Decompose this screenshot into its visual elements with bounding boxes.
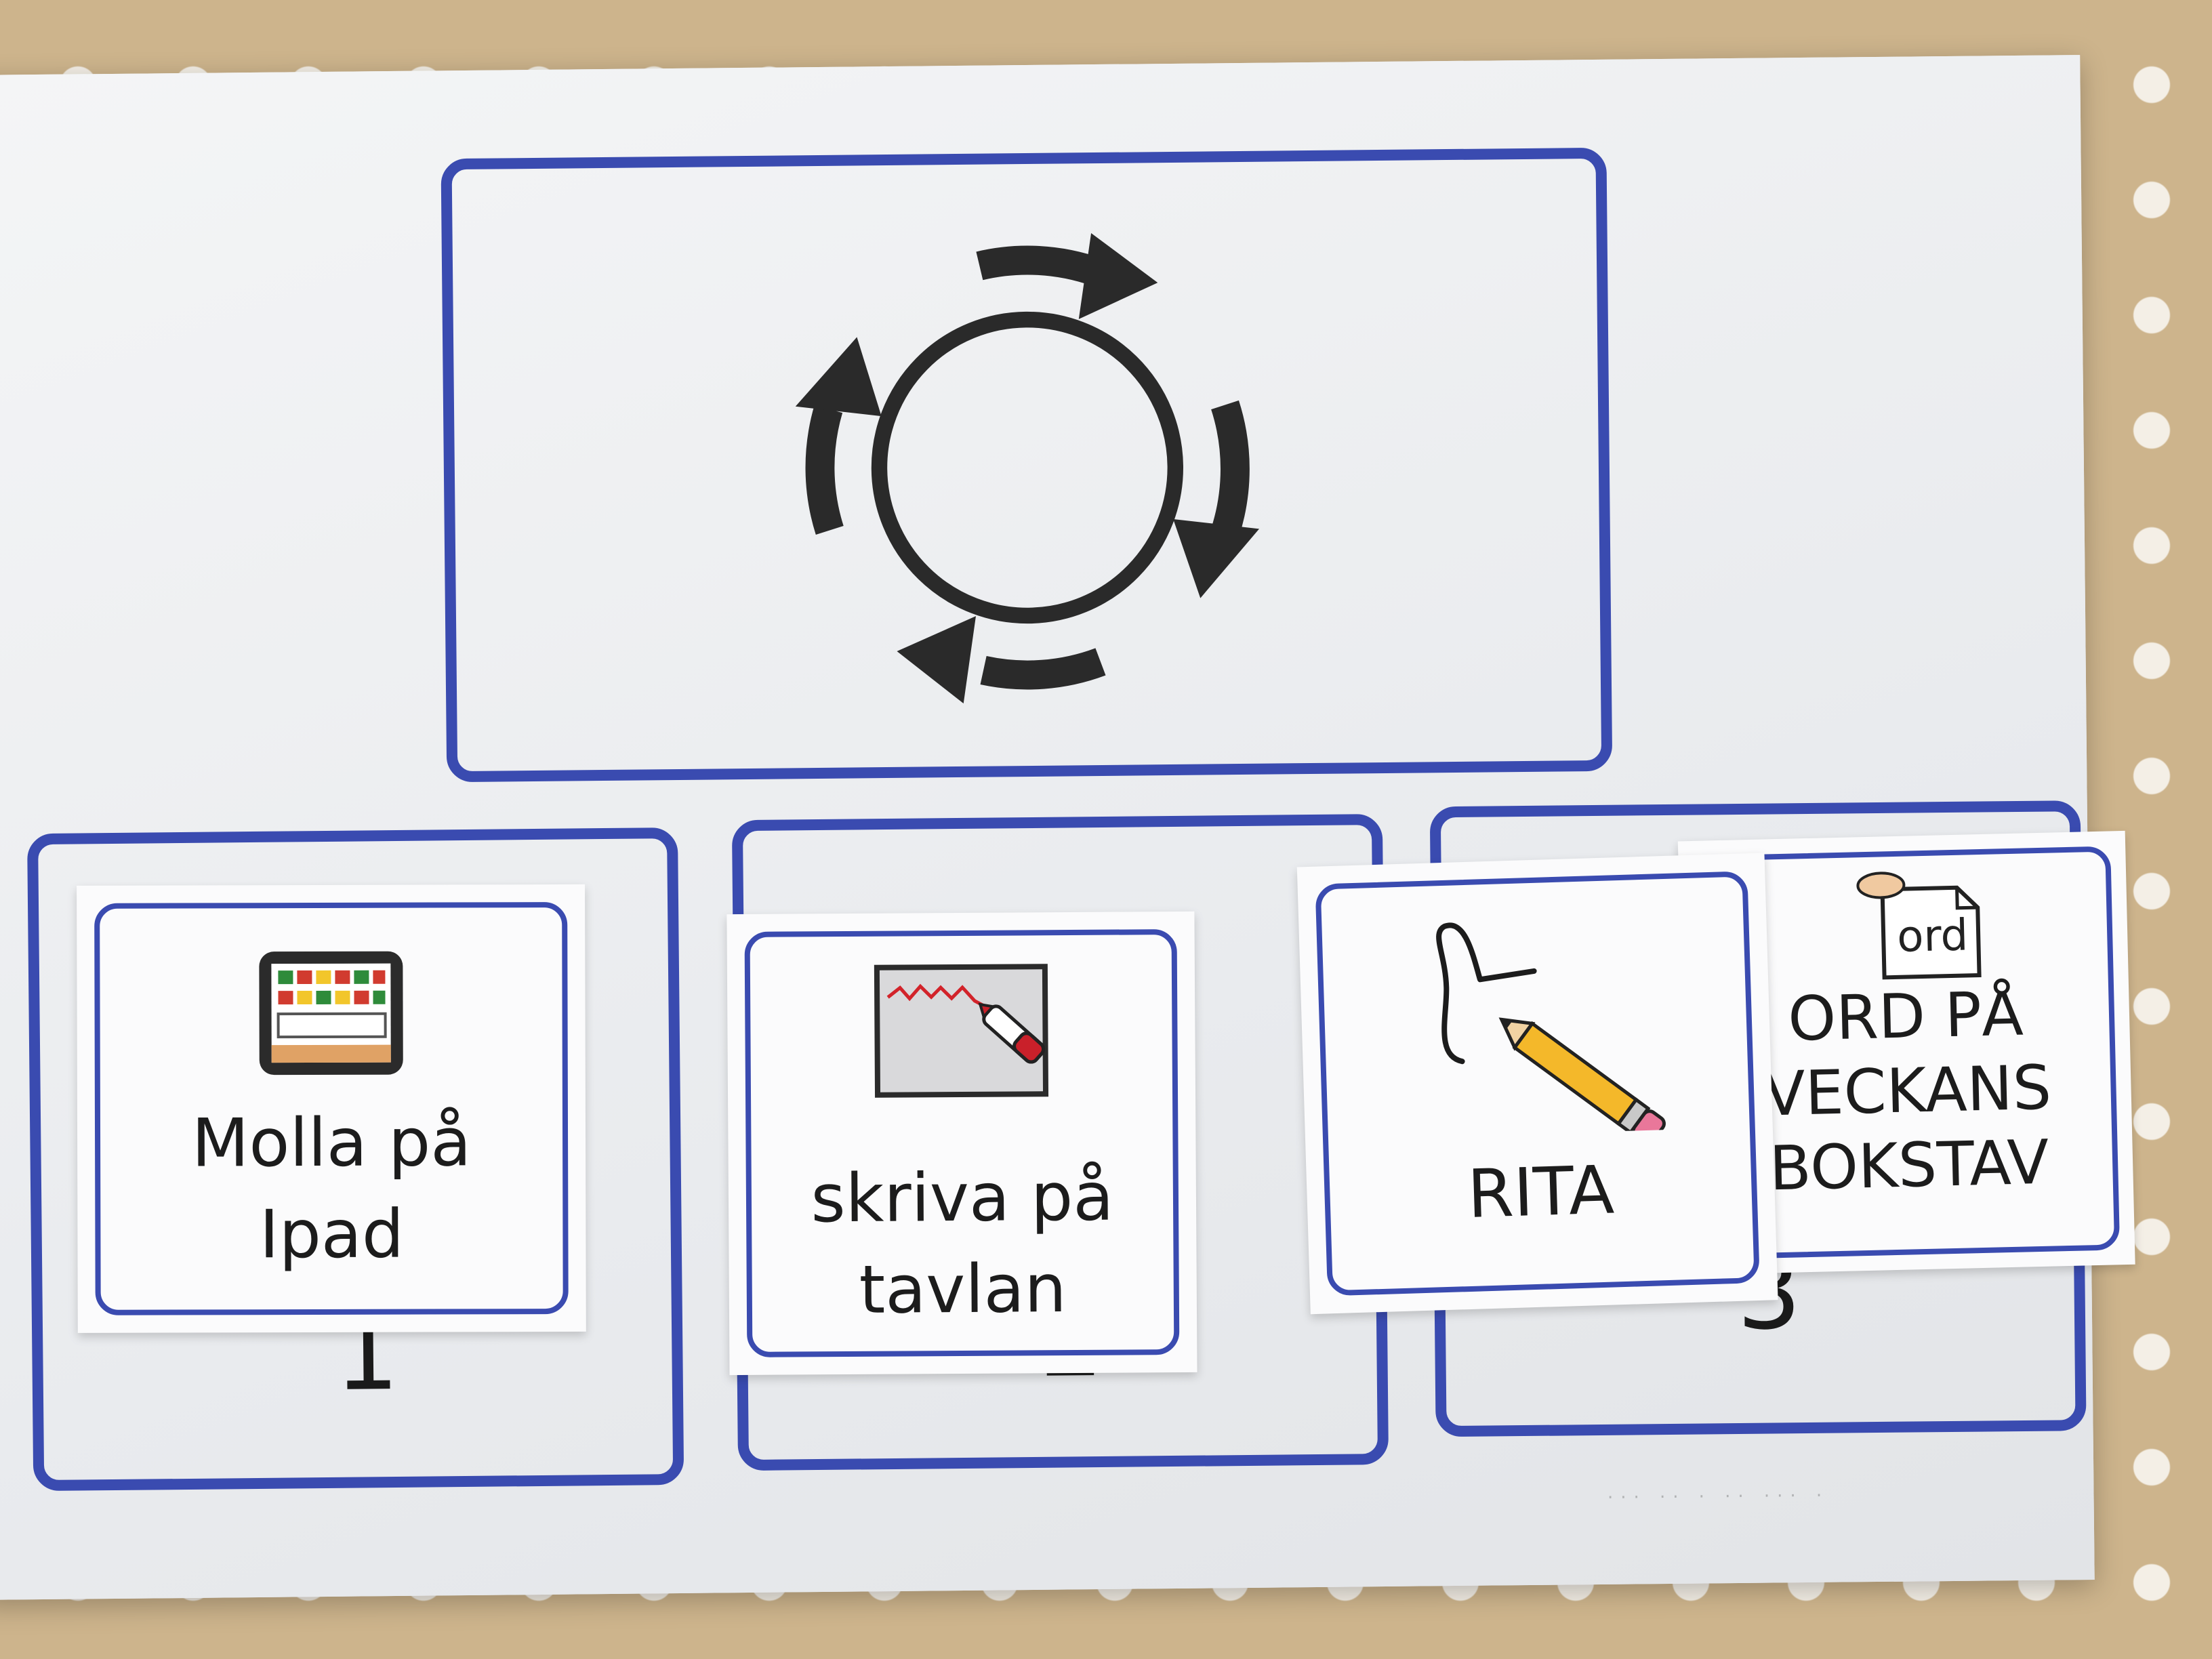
card-molla-pa-ipad[interactable]: Molla på Ipad bbox=[77, 884, 586, 1333]
card-molla-border: Molla på Ipad bbox=[94, 902, 569, 1315]
drawing-pencil-icon bbox=[1436, 922, 1666, 1138]
card-skriva-border: skriva på tavlan bbox=[744, 929, 1180, 1357]
top-symbol-frame bbox=[441, 147, 1613, 783]
visual-schedule-board: 1 2 3 bbox=[0, 55, 2135, 1600]
card-rita-label: RITA bbox=[1466, 1151, 1616, 1234]
card-rita[interactable]: RITA bbox=[1296, 853, 1778, 1315]
card-rita-border: RITA bbox=[1315, 871, 1760, 1296]
word-paper-icon: ord bbox=[1856, 872, 1982, 980]
card-ord-pa-veckans-bokstav[interactable]: ord ORD PÅ VECKANS BOKSTAV bbox=[1677, 830, 2135, 1275]
word-paper-text: ord bbox=[1896, 910, 1969, 962]
card-skriva-label: skriva på tavlan bbox=[811, 1158, 1114, 1330]
sheet-footer-marks: ··· ·· · ·· ··· · bbox=[1605, 1487, 1828, 1507]
card-ord-border: ord ORD PÅ VECKANS BOKSTAV bbox=[1693, 846, 2121, 1260]
card-ord-label: ORD PÅ VECKANS BOKSTAV bbox=[1763, 978, 2053, 1204]
whiteboard-marker-icon bbox=[874, 964, 1049, 1098]
card-skriva-pa-tavlan[interactable]: skriva på tavlan bbox=[726, 911, 1197, 1376]
tablet-icon bbox=[259, 951, 403, 1076]
circular-arrows-icon bbox=[795, 232, 1260, 704]
card-molla-label: Molla på Ipad bbox=[191, 1104, 472, 1274]
